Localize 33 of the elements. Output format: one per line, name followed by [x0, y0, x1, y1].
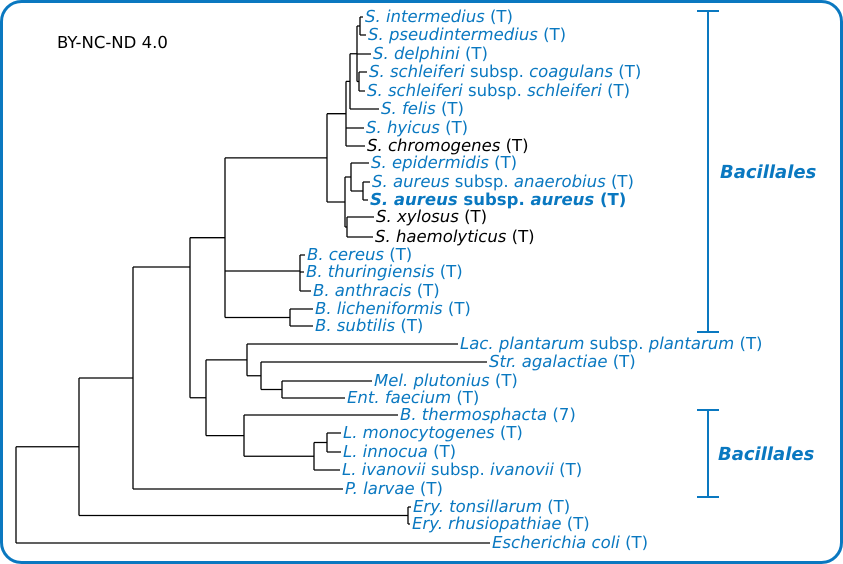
group-label: Bacillales — [720, 163, 816, 182]
group-label: Bacillales — [718, 445, 814, 464]
taxon-label: Ent. faecium (T) — [347, 388, 480, 407]
taxon-label: S. intermedius (T) — [365, 7, 513, 26]
taxon-label: S. schleiferi subsp. coagulans (T) — [369, 62, 642, 81]
taxon-label: Mel. plutonius (T) — [374, 371, 518, 390]
taxon-label: B. anthracis (T) — [313, 281, 440, 300]
taxon-label: Escherichia coli (T) — [492, 533, 648, 552]
taxon-label: S. schleiferi subsp. schleiferi (T) — [367, 81, 630, 100]
taxon-label: S. haemolyticus (T) — [375, 227, 535, 246]
taxon-label: Str. agalactiae (T) — [489, 352, 636, 371]
taxon-label: S. delphini (T) — [373, 44, 488, 63]
taxon-label: B. subtilis (T) — [315, 316, 424, 335]
taxon-label: Lac. plantarum subsp. plantarum (T) — [460, 334, 762, 353]
taxon-label: Ery. tonsillarum (T) — [413, 497, 570, 516]
taxon-label: S. epidermidis (T) — [371, 153, 518, 172]
taxon-label: B. thermosphacta (7) — [400, 405, 576, 424]
taxon-label: Ery. rhusiopathiae (T) — [412, 514, 590, 533]
taxon-label: S. pseudintermedius (T) — [368, 25, 566, 44]
taxon-label: B. thuringiensis (T) — [306, 262, 463, 281]
taxon-label: S. chromogenes (T) — [367, 136, 529, 155]
taxon-label: S. aureus subsp. anaerobius (T) — [372, 172, 634, 191]
taxon-label: L. innocua (T) — [343, 442, 456, 461]
taxon-label: S. aureus subsp. aureus (T) — [370, 190, 626, 209]
taxon-label: L. ivanovii subsp. ivanovii (T) — [342, 460, 582, 479]
taxon-label: S. felis (T) — [381, 99, 464, 118]
taxon-label: P. larvae (T) — [345, 479, 443, 498]
taxon-label: B. licheniformis (T) — [315, 299, 471, 318]
taxon-label: B. cereus (T) — [307, 245, 412, 264]
taxon-label: L. monocytogenes (T) — [343, 423, 523, 442]
license-text: BY-NC-ND 4.0 — [57, 33, 168, 52]
taxon-label: S. hyicus (T) — [366, 118, 468, 137]
taxon-label: S. xylosus (T) — [376, 207, 488, 226]
